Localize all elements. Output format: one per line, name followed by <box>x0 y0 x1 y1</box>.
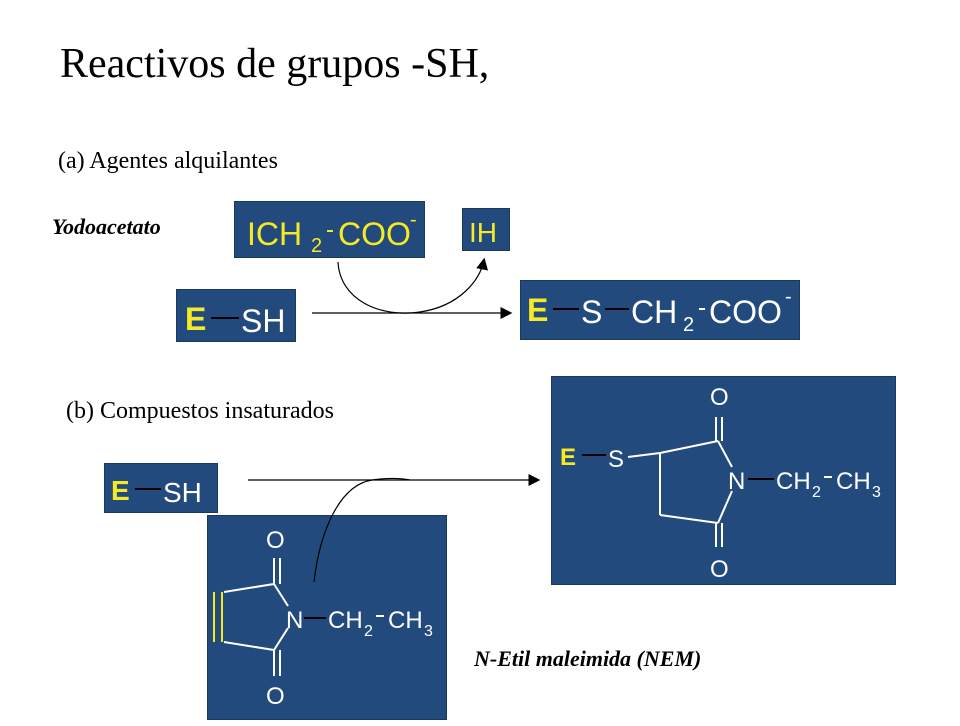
product-a-ch: CH <box>631 294 677 330</box>
product-a-s: S <box>581 294 602 330</box>
product-b-sub3: 3 <box>872 484 881 501</box>
iodoacetate-ich: ICH <box>247 216 302 252</box>
product-a-coo: COO <box>709 294 782 330</box>
nem-ch3: CH <box>388 607 423 634</box>
nem-box: O O N CH 2 CH 3 <box>207 515 447 720</box>
nem-sub2: 2 <box>364 623 373 640</box>
product-b-e: E <box>560 444 576 471</box>
product-box-a: E S CH 2 COO - <box>520 280 800 340</box>
product-box-b: E S O O N CH 2 CH 3 <box>551 376 896 585</box>
iodoacetate-coo: COO <box>338 216 411 252</box>
enzyme-sh-box-a: E SH <box>176 289 296 342</box>
section-a-heading: (a) Agentes alquilantes <box>58 148 278 174</box>
enzyme-sh-box-b: E SH <box>104 463 218 513</box>
yodoacetato-label: Yodoacetato <box>52 214 161 239</box>
iodoacetate-sub: 2 <box>311 235 322 257</box>
nem-label: N-Etil maleimida (NEM) <box>474 646 702 671</box>
ih-box: IH <box>462 208 510 251</box>
enzyme-e-b: E <box>111 475 130 506</box>
iodoacetate-box: ICH 2 COO - <box>234 201 425 258</box>
product-b-ch3: CH <box>836 468 871 495</box>
iodoacetate-sup: - <box>410 209 417 231</box>
enzyme-e-a: E <box>185 301 206 337</box>
product-a-sub: 2 <box>683 314 694 336</box>
nem-sub3: 3 <box>424 623 433 640</box>
curved-arrow-b <box>313 477 411 583</box>
nem-n: N <box>286 607 303 634</box>
nem-o-bottom: O <box>266 683 285 710</box>
nem-ch2: CH <box>328 607 363 634</box>
product-b-n: N <box>728 468 745 495</box>
enzyme-sh-a: SH <box>241 303 285 339</box>
product-b-sub2: 2 <box>812 484 821 501</box>
product-b-o-top: O <box>710 384 729 411</box>
product-b-ch2: CH <box>776 468 811 495</box>
enzyme-sh-b: SH <box>163 477 202 508</box>
section-b-heading: (b) Compuestos insaturados <box>66 398 334 424</box>
product-a-e: E <box>527 292 548 328</box>
ih-text: IH <box>469 217 497 248</box>
product-a-sup: - <box>785 286 792 308</box>
product-b-o-bottom: O <box>710 556 729 583</box>
product-b-s: S <box>608 446 624 473</box>
nem-o-top: O <box>266 527 285 554</box>
curved-arrow-a <box>337 257 488 314</box>
page-title: Reactivos de grupos -SH, <box>60 41 490 87</box>
